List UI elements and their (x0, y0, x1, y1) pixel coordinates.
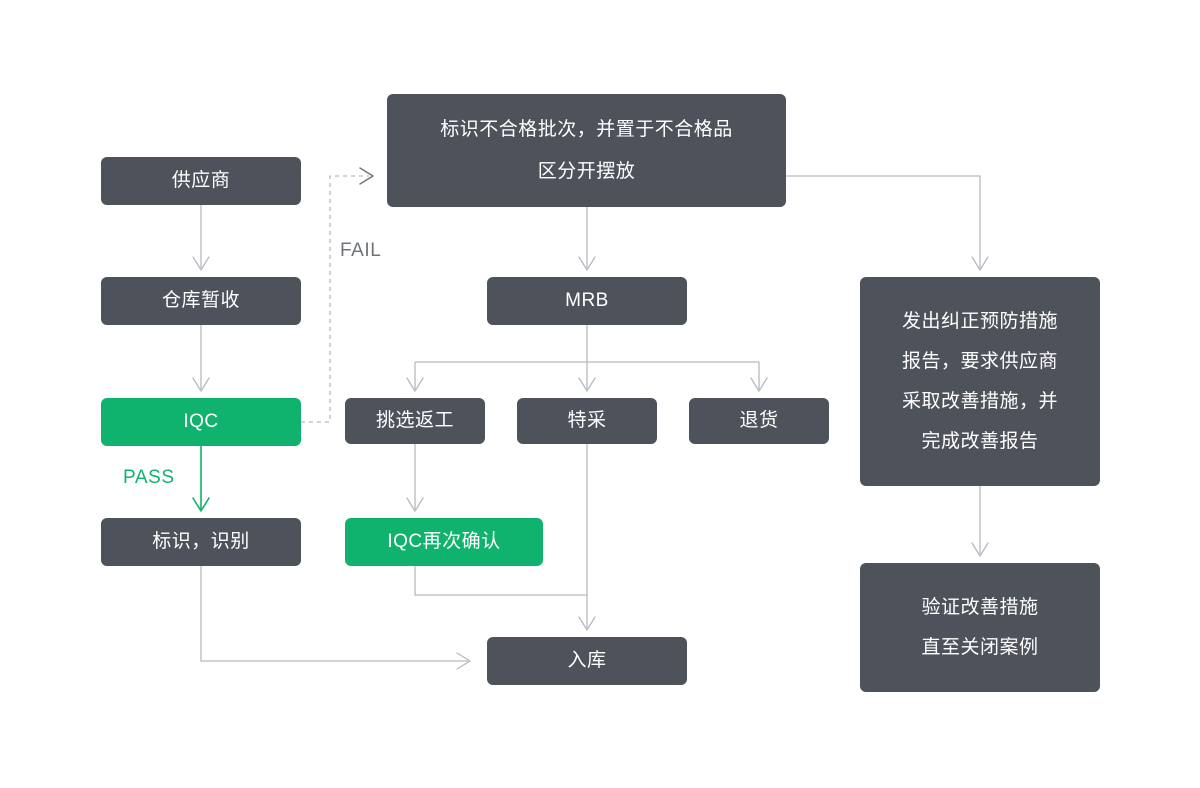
node-sort-rework-label: 挑选返工 (375, 410, 454, 431)
node-supplier-label: 供应商 (171, 170, 231, 191)
node-return-goods-label: 退货 (739, 410, 779, 431)
node-corrective-action-report-label: 发出纠正预防措施 报告，要求供应商 采取改善措施，并 完成改善报告 (901, 310, 1058, 452)
edge-mark-stockin (200, 566, 471, 670)
node-mrb[interactable]: MRB (487, 277, 687, 325)
edge-rework-iqcrecheck (406, 444, 424, 512)
edge-deviation-stockin (578, 444, 596, 631)
node-mrb-label: MRB (565, 290, 609, 311)
node-warehouse-receipt[interactable]: 仓库暂收 (101, 277, 301, 325)
edge-iqc-mark (192, 446, 210, 512)
node-iqc-recheck[interactable]: IQC再次确认 (345, 518, 543, 566)
edge-iqc-nonconform (301, 167, 374, 423)
node-return-goods[interactable]: 退货 (689, 398, 829, 444)
node-deviation-acceptance[interactable]: 特采 (517, 398, 657, 444)
edge-iqcrecheck-stockin (414, 566, 587, 596)
node-warehouse-receipt-label: 仓库暂收 (161, 290, 240, 311)
edge-label-fail: FAIL (340, 240, 382, 261)
node-iqc-recheck-label: IQC再次确认 (387, 531, 501, 552)
node-iqc[interactable]: IQC (101, 398, 301, 446)
node-mark-identify-label: 标识，识别 (152, 531, 250, 552)
node-iqc-label: IQC (183, 411, 219, 432)
edge-supplier-warehouse (192, 205, 210, 271)
node-nonconforming-lot-label: 标识不合格批次，并置于不合格品 区分开摆放 (440, 118, 733, 182)
node-stock-in-label: 入库 (567, 650, 607, 671)
edge-nonconform-mrb (578, 207, 596, 271)
node-nonconforming-lot[interactable]: 标识不合格批次，并置于不合格品 区分开摆放 (387, 94, 786, 207)
node-sort-rework[interactable]: 挑选返工 (345, 398, 485, 444)
edge-car-verify (971, 486, 989, 557)
node-corrective-action-report[interactable]: 发出纠正预防措施 报告，要求供应商 采取改善措施，并 完成改善报告 (860, 277, 1100, 486)
edge-mrb-branches (406, 325, 768, 392)
edge-label-pass: PASS (123, 467, 175, 488)
node-mark-identify[interactable]: 标识，识别 (101, 518, 301, 566)
node-stock-in[interactable]: 入库 (487, 637, 687, 685)
node-verify-close-case[interactable]: 验证改善措施 直至关闭案例 (860, 563, 1100, 692)
node-verify-close-case-label: 验证改善措施 直至关闭案例 (921, 596, 1039, 658)
node-supplier[interactable]: 供应商 (101, 157, 301, 205)
edge-warehouse-iqc (192, 325, 210, 392)
edge-nonconform-car (786, 175, 989, 271)
node-deviation-acceptance-label: 特采 (567, 410, 607, 431)
